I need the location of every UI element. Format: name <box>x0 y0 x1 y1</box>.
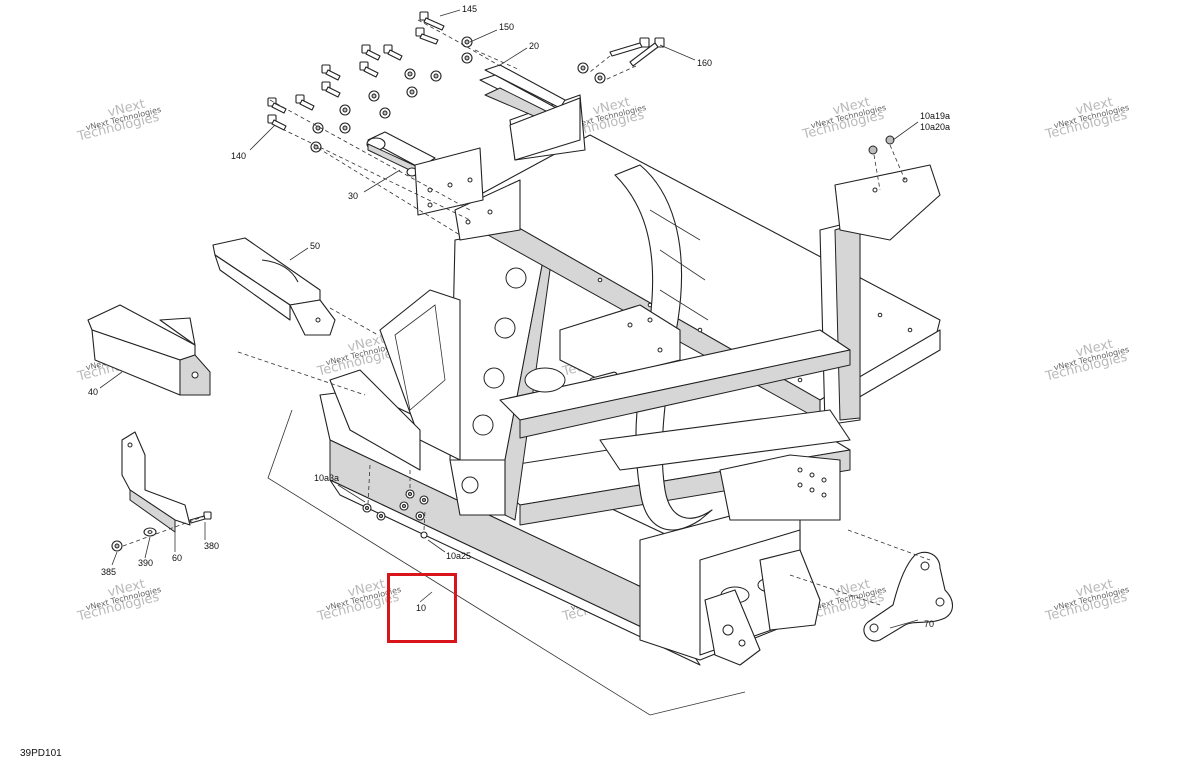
callout-10a20a[interactable]: 10a20a <box>920 122 950 132</box>
callout-145[interactable]: 145 <box>462 4 477 14</box>
callout-labels: 145 150 20 160 140 30 10a19a 10a20a 50 4… <box>88 4 950 629</box>
callout-60[interactable]: 60 <box>172 553 182 563</box>
bracket-holes <box>797 467 827 498</box>
fasteners-lower <box>111 489 429 552</box>
leader-lines <box>99 9 919 716</box>
part-20-strut[interactable] <box>479 64 581 161</box>
callout-50[interactable]: 50 <box>310 241 320 251</box>
watermark: vNext Technologies vNext Technologies <box>1043 577 1130 625</box>
watermark: vNext Technologies vNext Technologies <box>800 95 887 143</box>
callout-150[interactable]: 150 <box>499 22 514 32</box>
nut-icon <box>310 68 442 153</box>
nut-icon <box>868 135 895 155</box>
bolt-icon <box>415 27 439 45</box>
watermark: vNext Technologies vNext Technologies <box>315 577 402 625</box>
main-frame-part-10[interactable] <box>319 94 941 666</box>
callout-390[interactable]: 390 <box>138 558 153 568</box>
bolt-icon <box>609 37 665 67</box>
watermark: vNext Technologies vNext Technologies <box>1043 95 1130 143</box>
part-30-pin[interactable] <box>366 131 484 216</box>
watermark: vNext Technologies vNext Technologies <box>75 577 162 625</box>
part-40-bracket[interactable] <box>87 304 211 396</box>
fasteners-upper <box>267 11 895 155</box>
part-50-bracket[interactable] <box>212 237 336 336</box>
column-holes <box>461 267 527 494</box>
callout-385[interactable]: 385 <box>101 567 116 577</box>
callout-30[interactable]: 30 <box>348 191 358 201</box>
bolt-icon <box>267 44 403 131</box>
callout-10a19a[interactable]: 10a19a <box>920 111 950 121</box>
callout-10a25[interactable]: 10a25 <box>446 551 471 561</box>
washer-icon <box>143 527 157 537</box>
selected-part-highlight <box>387 573 457 643</box>
callout-10[interactable]: 10 <box>416 603 426 613</box>
callout-10a3a[interactable]: 10a3a <box>314 473 339 483</box>
nut-icon <box>461 36 473 64</box>
nut-icon <box>362 489 429 521</box>
nut-icon <box>577 62 606 84</box>
part-70-link-plate[interactable] <box>863 551 954 642</box>
part-60-bracket[interactable] <box>121 431 191 533</box>
bolt-icon <box>419 11 445 31</box>
callout-140[interactable]: 140 <box>231 151 246 161</box>
callout-40[interactable]: 40 <box>88 387 98 397</box>
figure-id: 39PD101 <box>20 748 62 759</box>
callout-160[interactable]: 160 <box>697 58 712 68</box>
callout-380[interactable]: 380 <box>204 541 219 551</box>
watermark: vNext Technologies vNext Technologies <box>1043 337 1130 385</box>
bolt-icon <box>189 511 212 524</box>
callout-70[interactable]: 70 <box>924 619 934 629</box>
assembly-lines <box>122 19 931 606</box>
bolt-icon <box>111 540 123 552</box>
screw-icon <box>420 531 428 539</box>
watermark: vNext Technologies vNext Technologies <box>75 97 162 145</box>
callout-20[interactable]: 20 <box>529 41 539 51</box>
